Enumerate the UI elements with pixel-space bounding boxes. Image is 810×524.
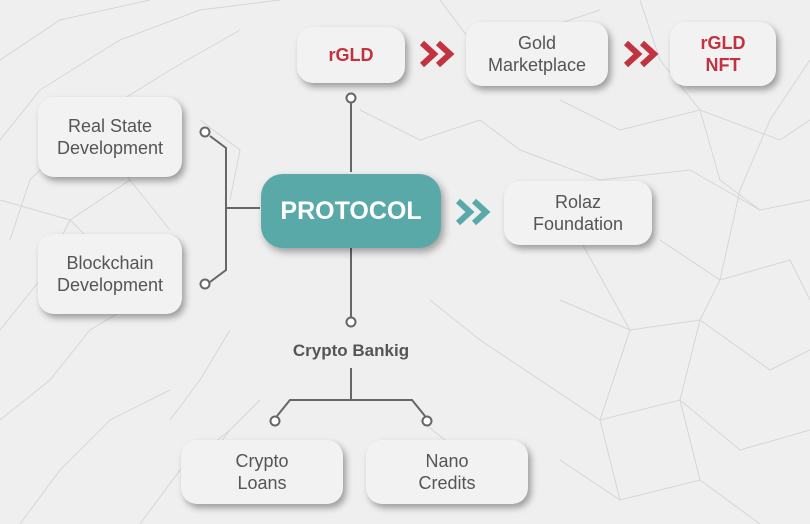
crypto-loans-label: Crypto Loans bbox=[235, 451, 289, 493]
node-dot bbox=[345, 316, 357, 328]
node-dot bbox=[345, 92, 357, 104]
rolaz-foundation-label: Rolaz Foundation bbox=[532, 192, 624, 234]
rgld-nft-label: rGLD NFT bbox=[700, 33, 746, 75]
gold-marketplace-node: Gold Marketplace bbox=[466, 22, 608, 86]
node-dot bbox=[421, 415, 433, 427]
node-dot bbox=[199, 126, 211, 138]
protocol-node: PROTOCOL bbox=[261, 174, 441, 248]
protocol-label: PROTOCOL bbox=[280, 197, 422, 225]
rolaz-foundation-node: Rolaz Foundation bbox=[504, 181, 652, 245]
blockchain-development-node: Blockchain Development bbox=[38, 234, 182, 314]
nano-credits-label: Nano Credits bbox=[418, 451, 476, 493]
double-chevron-right-icon bbox=[455, 198, 491, 226]
nano-credits-node: Nano Credits bbox=[366, 440, 528, 504]
blockchain-development-label: Blockchain Development bbox=[56, 253, 164, 295]
node-dot bbox=[269, 415, 281, 427]
real-state-development-node: Real State Development bbox=[38, 97, 182, 177]
real-state-development-label: Real State Development bbox=[56, 116, 164, 158]
gold-marketplace-label: Gold Marketplace bbox=[487, 33, 587, 75]
rgld-label: rGLD bbox=[328, 45, 374, 65]
double-chevron-right-icon bbox=[623, 40, 659, 68]
node-dot bbox=[199, 278, 211, 290]
rgld-node: rGLD bbox=[297, 27, 405, 83]
crypto-banking-label: Crypto Bankig bbox=[292, 341, 410, 360]
crypto-loans-node: Crypto Loans bbox=[181, 440, 343, 504]
rgld-nft-node: rGLD NFT bbox=[670, 22, 776, 86]
double-chevron-right-icon bbox=[419, 40, 455, 68]
